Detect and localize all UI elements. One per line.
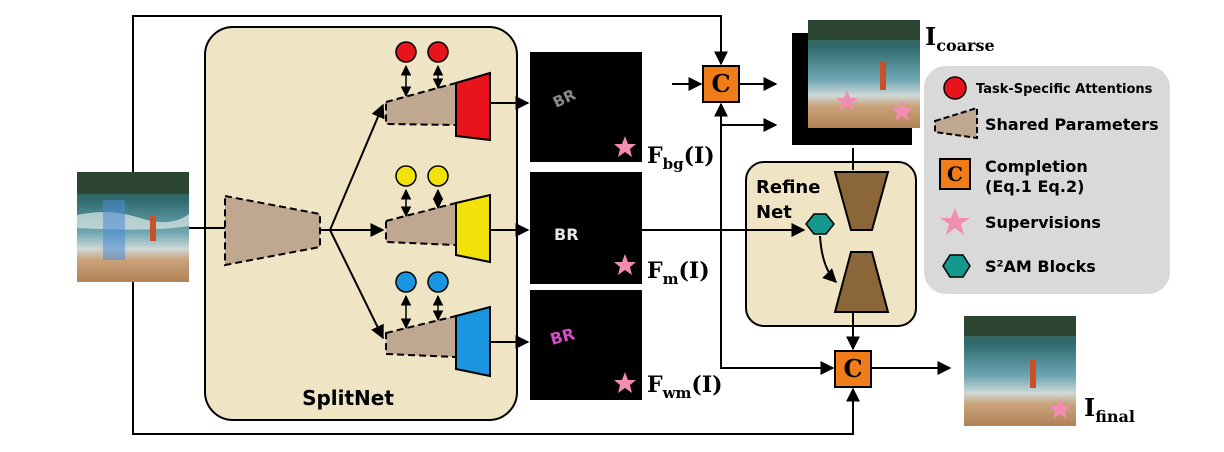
- legend-supervision: Supervisions: [985, 213, 1101, 232]
- star-icon: [614, 254, 636, 275]
- attention-circle-icon: [427, 165, 449, 187]
- legend: Task-Specific Attentions Shared Paramete…: [924, 66, 1170, 294]
- attention-circle-icon: [427, 271, 449, 293]
- feature-label-wm: Fwm(I): [647, 372, 723, 402]
- coarse-output-label: Icoarse: [925, 22, 995, 55]
- flow-arrows: [132, 15, 952, 435]
- svg-text:BR: BR: [554, 225, 579, 244]
- feature-label-m: Fm(I): [647, 258, 710, 288]
- connectors: [189, 96, 530, 349]
- legend-completion-1: Completion: [985, 157, 1088, 176]
- completion-final: C: [834, 350, 872, 388]
- attention-circle-icon: [427, 41, 449, 63]
- refine-hourglass: [833, 171, 890, 313]
- refinenet-label-line1: Refine: [756, 177, 820, 198]
- star-icon: [940, 208, 970, 235]
- final-output-label: Ifinal: [1084, 393, 1135, 426]
- hexagon-icon: [942, 254, 971, 278]
- attention-circle-icon: [395, 165, 417, 187]
- splitnet-label: SplitNet: [302, 386, 394, 410]
- svg-text:C: C: [711, 69, 730, 98]
- shared-encoder-trapezoid: [224, 194, 321, 267]
- attention-circle-icon: [395, 271, 417, 293]
- star-icon: [614, 136, 636, 157]
- refinenet-label-line2: Net: [756, 202, 792, 223]
- coarse-output-image: [792, 20, 920, 145]
- star-icon: [614, 372, 636, 393]
- feature-label-bg: Fbg(I): [647, 143, 715, 173]
- legend-s2am: S²AM Blocks: [985, 257, 1096, 276]
- svg-text:C: C: [843, 354, 862, 383]
- legend-completion-2: (Eq.1 Eq.2): [985, 177, 1084, 196]
- attention-circle-icon: [395, 41, 417, 63]
- trapezoid-icon: [934, 106, 978, 140]
- attention-circle-icon: [943, 76, 967, 100]
- input-image: [77, 172, 189, 282]
- completion-coarse: C: [702, 65, 740, 103]
- watermark-branch-decoder: [385, 305, 491, 378]
- final-output-image: [964, 316, 1076, 426]
- hexagon-icon: [805, 213, 835, 235]
- background-branch-decoder: [385, 71, 491, 142]
- svg-text:C: C: [947, 162, 963, 186]
- legend-shared: Shared Parameters: [985, 115, 1159, 134]
- mask-branch-decoder: [385, 193, 491, 264]
- legend-attention: Task-Specific Attentions: [976, 82, 1153, 97]
- completion-icon: [939, 158, 971, 190]
